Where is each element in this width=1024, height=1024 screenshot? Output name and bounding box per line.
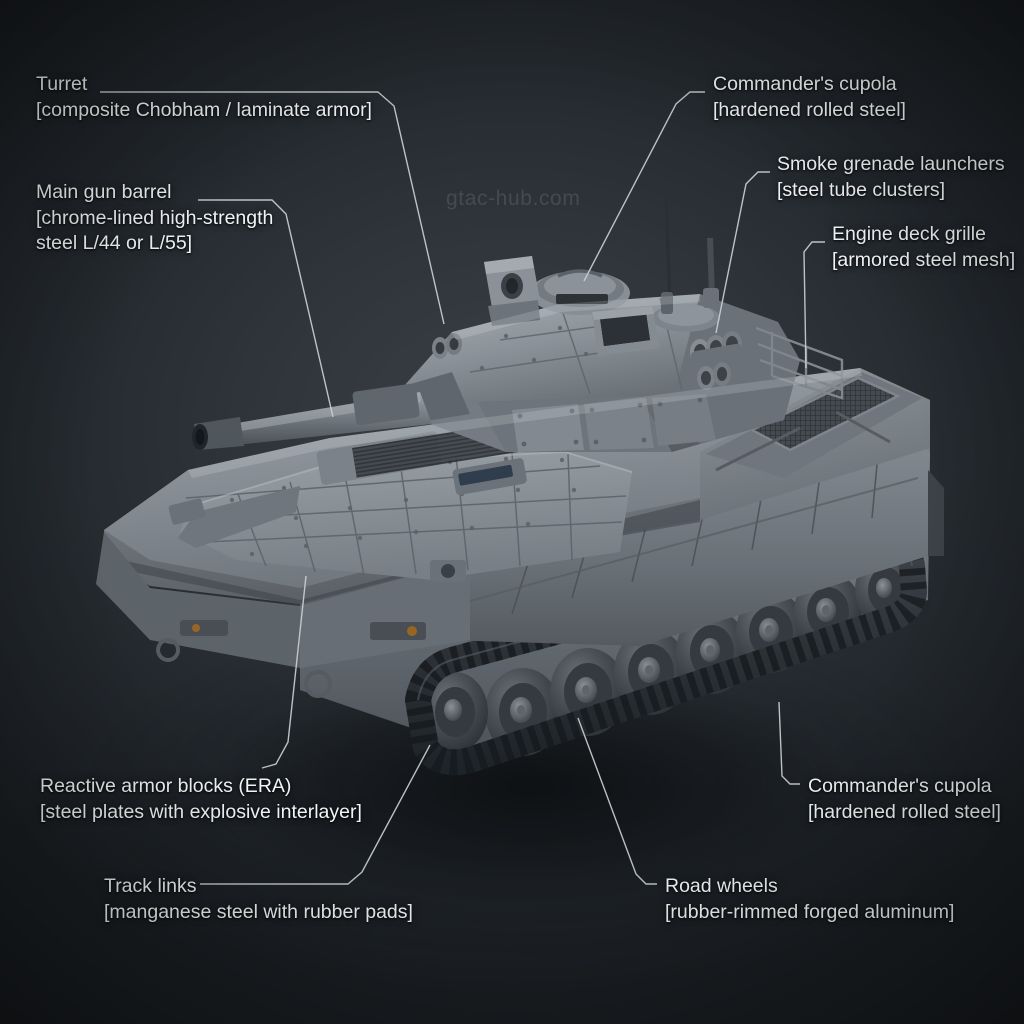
annotation-title: Reactive armor blocks (ERA) <box>40 775 292 797</box>
annotation-title: Road wheels <box>665 875 778 897</box>
annotation-material: [steel tube clusters] <box>777 178 945 201</box>
antenna-mast <box>664 197 672 301</box>
annotation-reactive-armor-blocks: Reactive armor blocks (ERA) [steel plate… <box>40 774 362 825</box>
watermark: gtac-hub.com <box>446 187 581 210</box>
annotation-material: [steel plates with explosive interlayer] <box>40 800 362 823</box>
annotation-title: Turret <box>36 73 88 95</box>
annotation-road-wheels: Road wheels [rubber-rimmed forged alumin… <box>665 874 954 925</box>
antenna-mast <box>707 237 715 297</box>
annotation-material: [chrome-lined high-strength <box>36 206 274 229</box>
annotation-main-gun-barrel: Main gun barrel [chrome-lined high-stren… <box>36 180 273 257</box>
annotation-title: Commander's cupola <box>808 775 992 797</box>
annotation-material: [hardened rolled steel] <box>808 800 1001 823</box>
annotation-title: Commander's cupola <box>713 73 897 95</box>
annotation-title: Track links <box>104 875 197 897</box>
annotation-material: [composite Chobham / laminate armor] <box>36 98 372 121</box>
rear-mudflap <box>928 470 944 556</box>
periscope-housing <box>592 306 660 356</box>
annotation-engine-deck-grille: Engine deck grille [armored steel mesh] <box>832 222 1015 273</box>
annotation-title: Engine deck grille <box>832 223 986 245</box>
annotation-title: Main gun barrel <box>36 181 172 203</box>
annotation-material: [hardened rolled steel] <box>713 98 906 121</box>
front-lamp <box>180 620 228 636</box>
annotation-title: Smoke grenade launchers <box>777 153 1005 175</box>
annotation-material: [rubber-rimmed forged aluminum] <box>665 900 955 923</box>
annotation-material: [manganese steel with rubber pads] <box>104 900 413 923</box>
annotation-material-cont: steel L/44 or L/55] <box>36 232 193 254</box>
annotation-track-links: Track links [manganese steel with rubber… <box>104 874 413 925</box>
antenna-base <box>703 288 719 308</box>
annotation-commanders-cupola-lower: Commander's cupola [hardened rolled stee… <box>808 774 1001 825</box>
annotation-material: [armored steel mesh] <box>832 248 1016 271</box>
front-lamp <box>370 622 426 640</box>
annotation-commanders-cupola-top: Commander's cupola [hardened rolled stee… <box>713 72 906 123</box>
annotation-smoke-grenade-launchers: Smoke grenade launchers [steel tube clus… <box>777 152 1005 203</box>
annotation-turret: Turret [composite Chobham / laminate arm… <box>36 72 372 123</box>
